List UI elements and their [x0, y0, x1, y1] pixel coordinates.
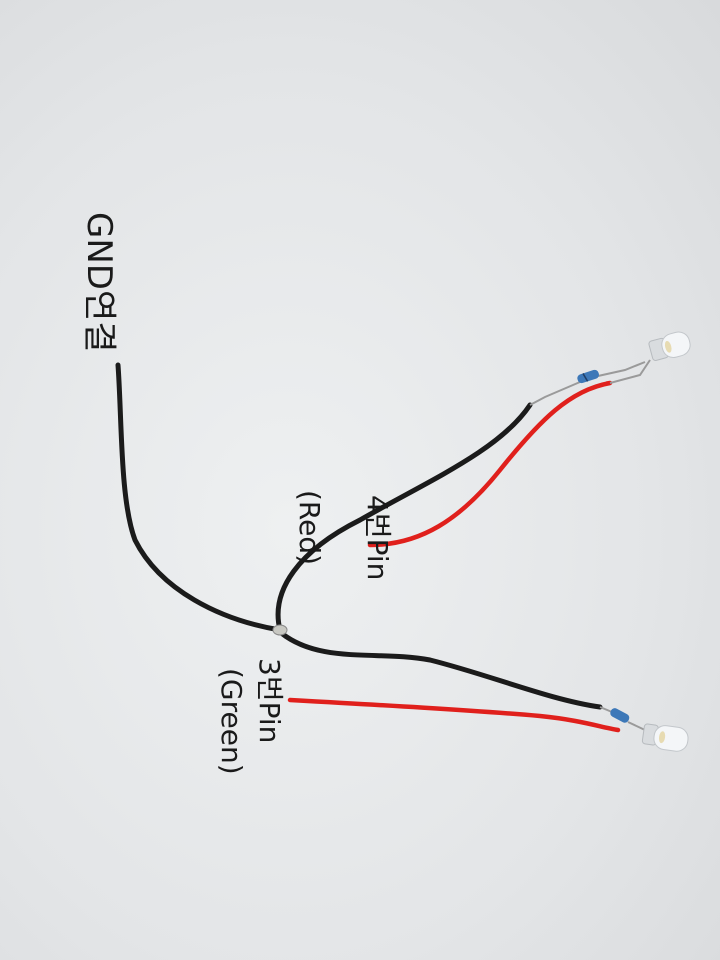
led-upper [648, 331, 691, 361]
pin4-color-label: (Red) [293, 490, 326, 565]
pin3-color-label: (Green) [215, 668, 248, 775]
red-wire-lower [287, 697, 621, 733]
pin3-label: 3번Pin [253, 658, 286, 743]
led-lower [641, 723, 689, 752]
lead-red-upper [609, 359, 651, 384]
lead-lower-black [599, 706, 613, 713]
black-wire-upper [275, 402, 533, 633]
lead-upper-black [529, 381, 581, 406]
red-wire-upper [367, 380, 613, 548]
gnd-wire [115, 362, 283, 633]
black-wire-lower [277, 629, 603, 710]
lead-upper-resistor [597, 361, 646, 377]
resistor-upper [577, 369, 599, 384]
resistor-lower [610, 708, 630, 723]
lead-lower-led [627, 721, 646, 731]
resistor-upper-band [582, 373, 589, 382]
gnd-label: GND연결 [79, 212, 119, 353]
solder-joint [272, 624, 288, 636]
pin4-label: 4번Pin [361, 495, 394, 580]
